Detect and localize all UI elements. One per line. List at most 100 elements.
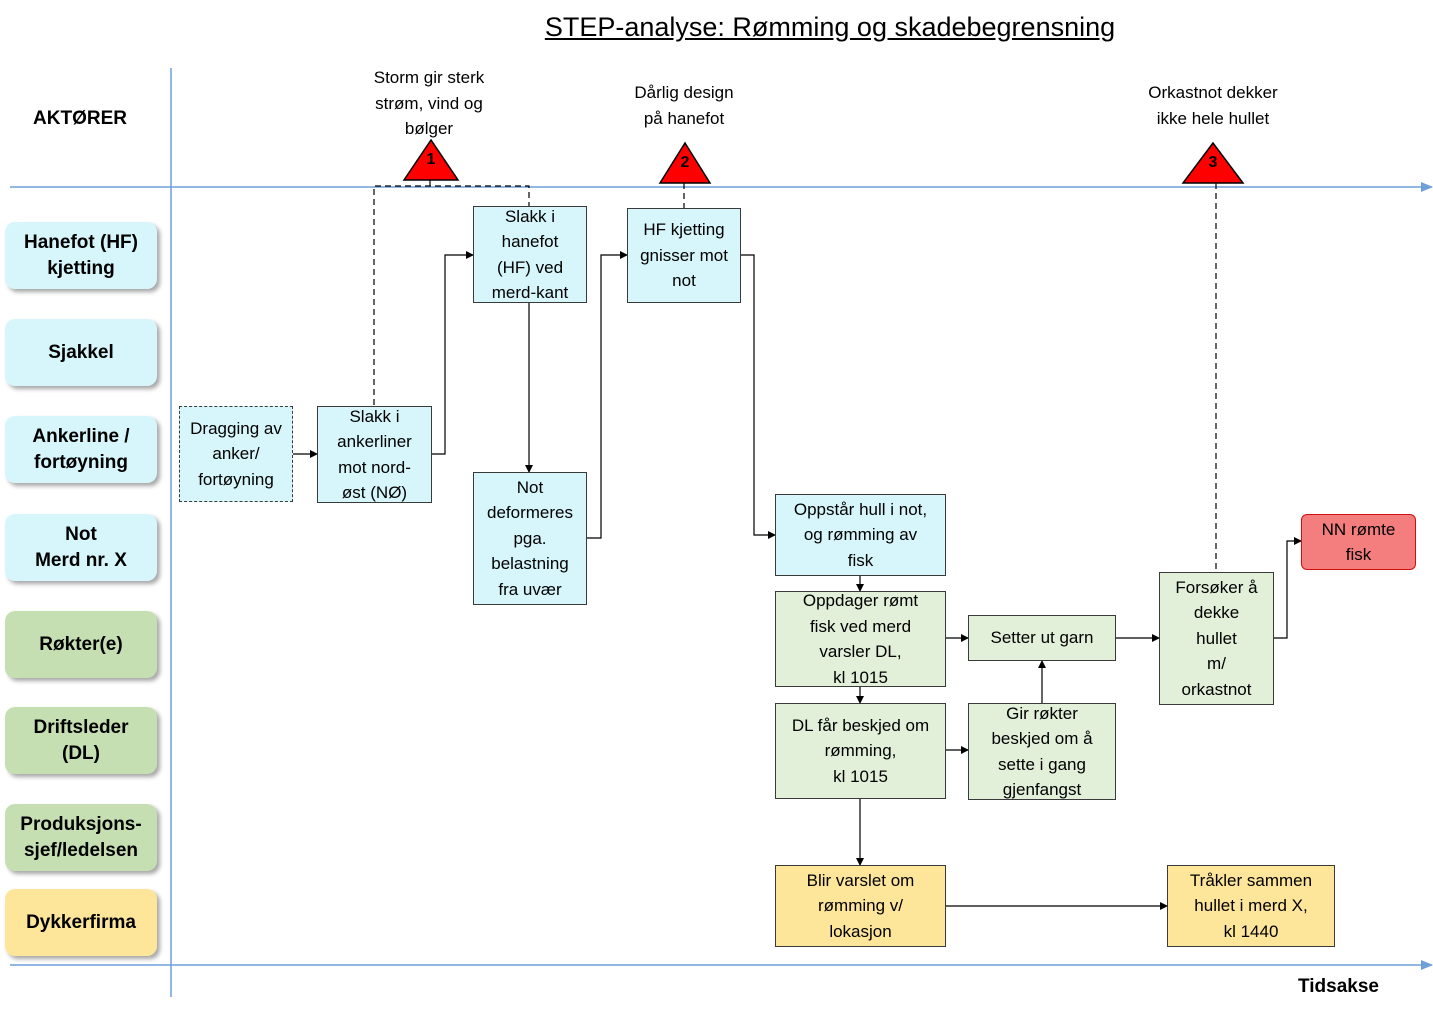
box-line: beskjed om å [991, 729, 1093, 748]
box-line: rømming, [824, 741, 897, 761]
actor-label: sjef/ledelsen [23, 839, 139, 861]
box-line: kl 1015 [833, 667, 888, 687]
box-dl-far-beskjed: DL får beskjed om rømming, kl 1015 [775, 703, 946, 799]
box-line: Forsøker å [1175, 577, 1258, 597]
box-line: Slakk i [349, 406, 400, 426]
box-line: gnisser mot [640, 245, 728, 265]
box-dragging: Dragging av anker/fortøyning [179, 406, 293, 502]
actor-label: (DL) [62, 742, 100, 764]
box-line: Not [516, 477, 544, 497]
box-line: hullet i merd X, [1194, 896, 1308, 916]
event-1-line: strøm, vind og [375, 93, 483, 113]
event-dashed-lines [373, 180, 1217, 572]
time-axis-label: Tidsakse [1298, 976, 1379, 997]
box-line: fisk [1345, 545, 1372, 564]
box-line: hanefot [501, 232, 559, 251]
actor-label: kjetting [47, 257, 115, 279]
actor-label: Not [65, 523, 97, 545]
box-blir-varslet: Blir varslet om rømming v/lokasjon [775, 865, 946, 947]
box-line: belastning [491, 554, 569, 574]
box-line: Dragging av [190, 418, 282, 438]
warning-triangle-2 [658, 141, 712, 184]
box-line: pga. [513, 528, 547, 548]
box-line: lokasjon [829, 921, 892, 941]
box-line: gjenfangst [1002, 780, 1082, 799]
box-line: Oppstår hull i not, [793, 499, 928, 519]
actor-label: fortøyning [34, 451, 128, 473]
box-line: Setter ut garn [990, 628, 1094, 648]
box-not-deformeres: Not deformeres pga. belastning fra uvær [473, 472, 587, 605]
box-line: fra uvær [498, 579, 562, 599]
box-line: rømming v/ [818, 896, 903, 916]
box-slakk-hanefot: Slakk i hanefot (HF) ved merd-kant [473, 206, 587, 303]
actor-driftsleder: Driftsleder (DL) [5, 707, 157, 774]
actor-label: Produksjons- [20, 813, 142, 835]
actors-heading: AKTØRER [33, 108, 127, 129]
actor-label: Driftsleder [33, 716, 129, 738]
actor-sjakkel: Sjakkel [5, 319, 157, 386]
actor-hanefot: Hanefot (HF) kjetting [5, 222, 157, 289]
box-line: fisk [847, 550, 874, 570]
event-2-line: Dårlig design [634, 83, 734, 102]
box-trakler: Tråkler sammen hullet i merd X, kl 1440 [1167, 865, 1335, 947]
box-gir-rokter: Gir røkter beskjed om å sette i gang gjenfa… [968, 703, 1116, 800]
box-line: dekke [1193, 603, 1240, 623]
event-3-line: ikke hele hullet [1156, 108, 1270, 128]
actor-label: Ankerline / [32, 425, 130, 447]
box-line: Gir røkter [1006, 703, 1078, 723]
box-line: øst (NØ) [341, 483, 408, 502]
box-line: not [672, 271, 696, 291]
box-line: mot nord- [338, 457, 411, 477]
actor-label: Dykkerfirma [26, 911, 136, 933]
actor-dykkerfirma: Dykkerfirma [5, 889, 157, 956]
box-line: anker/ [212, 444, 260, 464]
actor-label: Røkter(e) [39, 633, 123, 655]
box-line: m/ [1207, 654, 1226, 674]
actor-ankerline: Ankerline / fortøyning [5, 416, 157, 483]
box-forsoker: Forsøker å dekke hullet m/orkastnot [1159, 572, 1274, 705]
box-line: fortøyning [198, 469, 274, 489]
actor-label: Sjakkel [48, 341, 114, 363]
actor-label: Hanefot (HF) [24, 231, 138, 253]
warning-number-3: 3 [1208, 154, 1218, 171]
actor-label: Merd nr. X [35, 549, 127, 571]
box-line: NN rømte [1321, 519, 1396, 539]
box-line: fisk ved merd [809, 616, 912, 636]
box-line: Blir varslet om [806, 870, 915, 890]
box-line: deformeres [487, 503, 573, 523]
box-line: og rømming av [803, 525, 918, 545]
box-line: HF kjetting [643, 220, 725, 240]
event-1-line: bølger [404, 119, 454, 138]
box-line: orkastnot [1181, 679, 1252, 699]
event-2-line: på hanefot [643, 108, 725, 128]
box-slakk-ankerliner: Slakk i ankerliner mot nord-øst (NØ) [317, 406, 432, 503]
event-label-1: Storm gir sterk strøm, vind og bølger [339, 65, 519, 142]
box-line: hullet [1196, 628, 1237, 648]
box-line: kl 1015 [833, 766, 888, 786]
warning-triangle-1 [402, 138, 460, 181]
box-line: DL får beskjed om [791, 715, 930, 735]
warning-number-1: 1 [426, 151, 436, 168]
warning-number-2: 2 [680, 154, 690, 171]
box-hf-kjetting: HF kjetting gnisser mot not [627, 208, 741, 303]
box-line: (HF) ved [496, 257, 564, 277]
event-1-line: Storm gir sterk [373, 68, 485, 87]
box-line: kl 1440 [1223, 921, 1279, 941]
event-label-2: Dårlig design på hanefot [594, 80, 774, 131]
box-line: sette i gang [998, 754, 1086, 774]
box-line: ankerliner [337, 432, 412, 451]
event-label-3: Orkastnot dekker ikke hele hullet [1123, 80, 1303, 131]
box-line: varsler DL, [819, 642, 902, 661]
page-title: STEP-analyse: Rømming og skadebegrensnin… [544, 12, 1116, 42]
warning-triangles [402, 138, 1245, 184]
box-oppstar-hull: Oppstår hull i not, og rømming av fisk [775, 494, 946, 576]
box-line: merd-kant [491, 283, 569, 302]
box-line: Slakk i [504, 206, 556, 226]
box-line: Tråkler sammen [1189, 870, 1313, 890]
event-3-line: Orkastnot dekker [1148, 83, 1278, 102]
box-nn-romte-fisk: NN rømte fisk [1301, 514, 1416, 570]
actor-rokter: Røkter(e) [5, 611, 157, 678]
